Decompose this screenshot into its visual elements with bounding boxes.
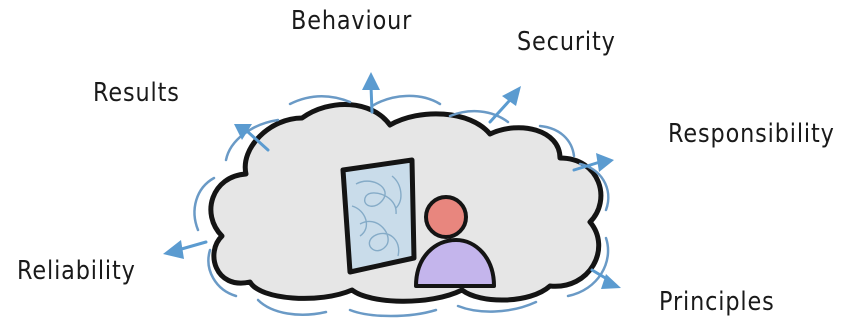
arrow-results-icon — [234, 124, 270, 152]
label-security: Security — [517, 27, 616, 57]
arrow-reliability-icon — [163, 240, 208, 259]
outward-arrows — [163, 72, 621, 289]
arrow-principles-icon — [590, 268, 621, 289]
label-behaviour: Behaviour — [291, 6, 413, 36]
arrow-responsibility-icon — [572, 153, 614, 172]
label-reliability: Reliability — [17, 256, 136, 286]
whiteboard-icon — [340, 157, 417, 275]
person-head — [424, 195, 468, 239]
cloud-outline-lines — [193, 94, 610, 318]
arrow-behaviour-icon — [362, 72, 380, 114]
person-icon — [414, 195, 496, 288]
label-principles: Principles — [659, 287, 775, 317]
person-body — [414, 238, 496, 288]
arrow-security-icon — [488, 86, 521, 124]
label-responsibility: Responsibility — [668, 119, 835, 149]
label-results: Results — [93, 78, 180, 108]
